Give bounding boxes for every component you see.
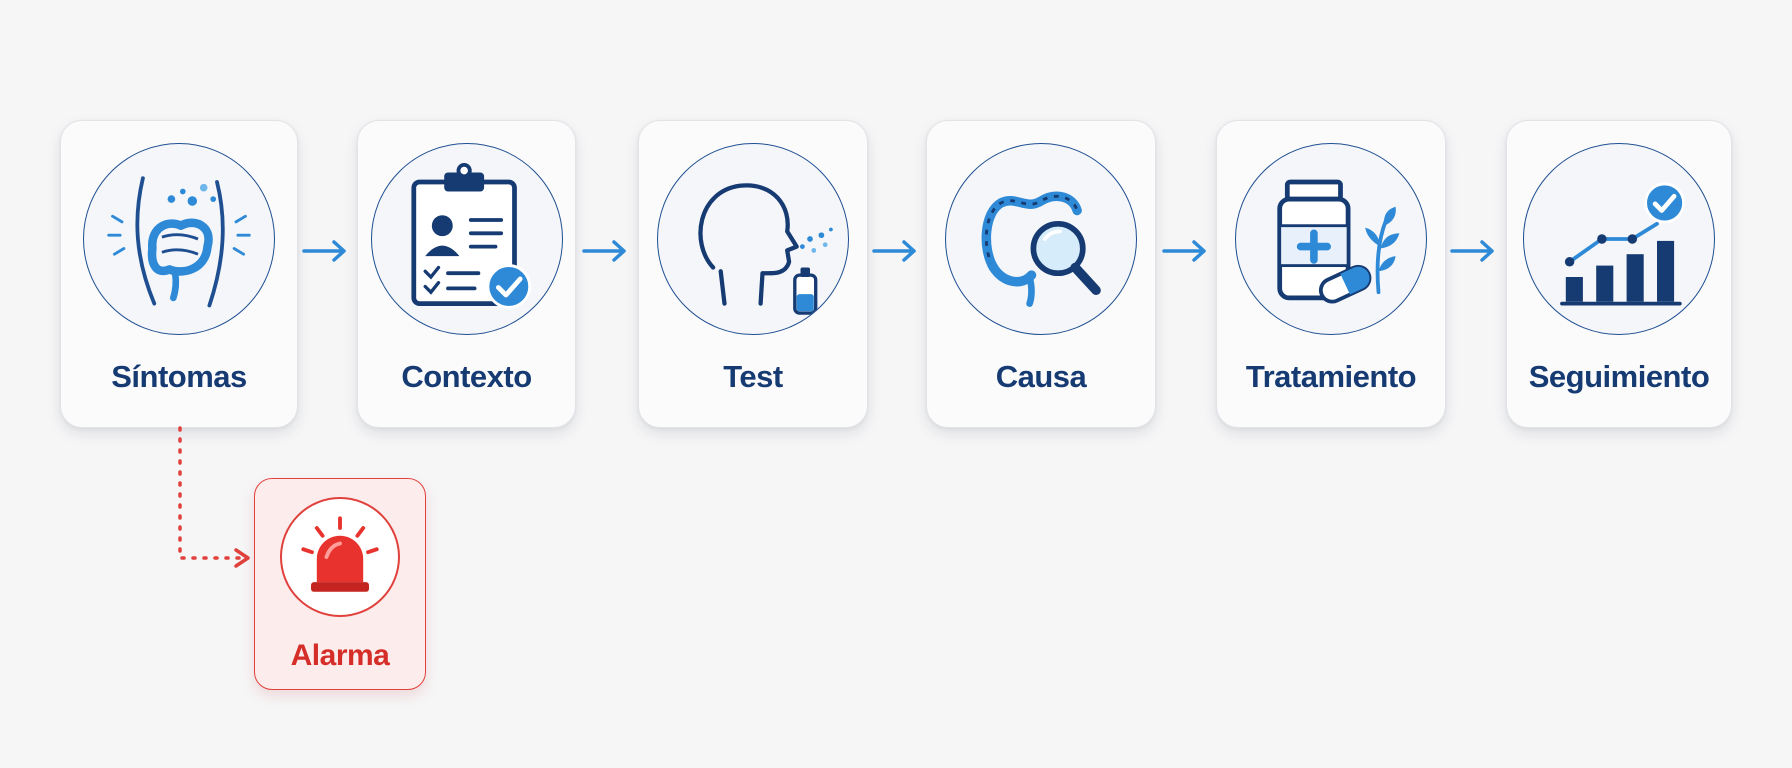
step-label: Síntomas bbox=[111, 359, 247, 394]
arrow-right-icon bbox=[1448, 236, 1500, 266]
step-label: Causa bbox=[995, 359, 1087, 394]
medication-icon bbox=[1235, 143, 1427, 335]
growth-chart-icon bbox=[1523, 143, 1715, 335]
step-label: Tratamiento bbox=[1245, 359, 1417, 394]
intestine-symptoms-icon bbox=[83, 143, 275, 335]
siren-icon bbox=[280, 497, 400, 617]
step-label: Seguimiento bbox=[1528, 359, 1710, 394]
step-card-sintomas: Síntomas bbox=[60, 120, 298, 428]
step-card-seguimiento: Seguimiento bbox=[1506, 120, 1732, 428]
arrow-right-icon bbox=[1160, 236, 1212, 266]
alarm-connector-arrow bbox=[160, 426, 260, 576]
step-card-causa: Causa bbox=[926, 120, 1156, 428]
arrow-right-icon bbox=[870, 236, 922, 266]
clipboard-check-icon bbox=[370, 143, 563, 335]
step-card-contexto: Contexto bbox=[357, 120, 576, 428]
step-card-tratamiento: Tratamiento bbox=[1216, 120, 1446, 428]
intestine-magnifier-icon bbox=[945, 143, 1137, 335]
arrow-right-icon bbox=[580, 236, 632, 266]
breath-test-icon bbox=[657, 143, 849, 335]
alarm-label: Alarma bbox=[290, 639, 390, 672]
alarm-card: Alarma bbox=[254, 478, 426, 690]
step-label: Contexto bbox=[401, 359, 532, 394]
arrow-right-icon bbox=[300, 236, 352, 266]
step-card-test: Test bbox=[638, 120, 868, 428]
step-label: Test bbox=[723, 359, 783, 394]
